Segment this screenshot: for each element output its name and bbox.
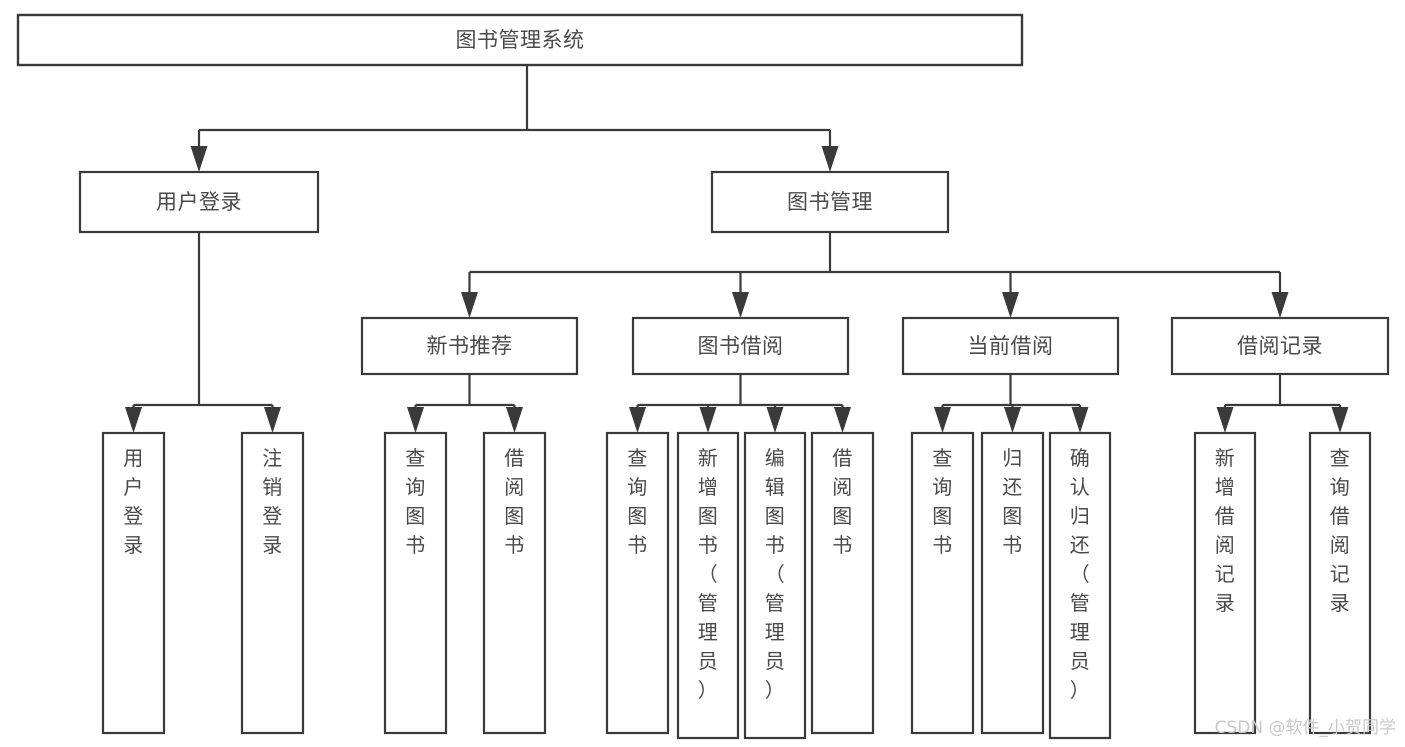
node-box[interactable] <box>101 431 166 735</box>
node-label: 查询图书 <box>627 446 648 557</box>
node-leaf-borrow-book-2[interactable]: 借阅图书 <box>810 431 875 735</box>
node-box[interactable] <box>78 170 320 234</box>
node-box[interactable] <box>810 431 875 735</box>
node-leaf-add-borrow-record[interactable]: 新增借阅记录 <box>1193 431 1257 735</box>
node-box[interactable] <box>482 431 547 735</box>
node-leaf-user-login[interactable]: 用户登录 <box>101 431 166 735</box>
node-label: 图书管理 <box>787 190 873 214</box>
node-label: 注销登录 <box>262 446 283 557</box>
node-book-management[interactable]: 图书管理 <box>710 170 950 234</box>
node-leaf-query-book-1[interactable]: 查询图书 <box>383 431 448 735</box>
node-leaf-confirm-return-admin[interactable]: 确认归还（管理员） <box>1048 431 1112 740</box>
node-label: 用户登录 <box>123 446 144 557</box>
node-label: 图书管理系统 <box>456 28 585 52</box>
node-label: 新增借阅记录 <box>1215 446 1236 615</box>
node-label: 归还图书 <box>1002 446 1023 557</box>
node-box[interactable] <box>901 316 1120 376</box>
node-box[interactable] <box>710 170 950 234</box>
node-label: 确认归还（管理员） <box>1070 446 1091 702</box>
node-box[interactable] <box>676 431 740 740</box>
node-box[interactable] <box>1308 431 1372 735</box>
node-label: 查询借阅记录 <box>1330 446 1351 615</box>
node-label: 新书推荐 <box>427 334 513 358</box>
node-leaf-query-book-2[interactable]: 查询图书 <box>605 431 670 735</box>
node-leaf-borrow-book-1[interactable]: 借阅图书 <box>482 431 547 735</box>
node-label: 当前借阅 <box>968 334 1054 358</box>
node-leaf-query-book-3[interactable]: 查询图书 <box>910 431 975 735</box>
node-box[interactable] <box>1170 316 1390 376</box>
node-label: 借阅记录 <box>1237 334 1323 358</box>
node-label: 查询图书 <box>932 446 953 557</box>
node-leaf-return-book[interactable]: 归还图书 <box>980 431 1045 735</box>
node-label: 图书借阅 <box>698 334 784 358</box>
node-box[interactable] <box>1048 431 1112 740</box>
node-leaf-query-borrow-record[interactable]: 查询借阅记录 <box>1308 431 1372 735</box>
node-label: 借阅图书 <box>504 446 525 557</box>
node-root[interactable]: 图书管理系统 <box>16 13 1024 67</box>
node-label: 借阅图书 <box>832 446 853 557</box>
node-box[interactable] <box>1193 431 1257 735</box>
node-leaf-edit-book-admin[interactable]: 编辑图书（管理员） <box>743 431 807 740</box>
node-label: 新增图书（管理员） <box>698 446 719 702</box>
node-leaf-logout-login[interactable]: 注销登录 <box>240 431 305 735</box>
node-box[interactable] <box>360 316 579 376</box>
node-box[interactable] <box>240 431 305 735</box>
node-box[interactable] <box>743 431 807 740</box>
csdn-watermark: CSDN @软件_小贺同学 <box>1215 718 1396 738</box>
node-book-borrow[interactable]: 图书借阅 <box>631 316 850 376</box>
node-user-login[interactable]: 用户登录 <box>78 170 320 234</box>
node-new-book-recommend[interactable]: 新书推荐 <box>360 316 579 376</box>
node-label: 编辑图书（管理员） <box>765 446 786 702</box>
nodes-layer: 图书管理系统用户登录图书管理新书推荐图书借阅当前借阅借阅记录用户登录注销登录查询… <box>16 13 1390 740</box>
node-label: 用户登录 <box>156 190 242 214</box>
node-borrow-record[interactable]: 借阅记录 <box>1170 316 1390 376</box>
connectors-layer <box>125 65 1349 433</box>
node-label: 查询图书 <box>405 446 426 557</box>
node-box[interactable] <box>605 431 670 735</box>
node-box[interactable] <box>383 431 448 735</box>
node-box[interactable] <box>631 316 850 376</box>
node-current-borrow[interactable]: 当前借阅 <box>901 316 1120 376</box>
node-box[interactable] <box>16 13 1024 67</box>
node-leaf-add-book-admin[interactable]: 新增图书（管理员） <box>676 431 740 740</box>
node-box[interactable] <box>980 431 1045 735</box>
node-box[interactable] <box>910 431 975 735</box>
